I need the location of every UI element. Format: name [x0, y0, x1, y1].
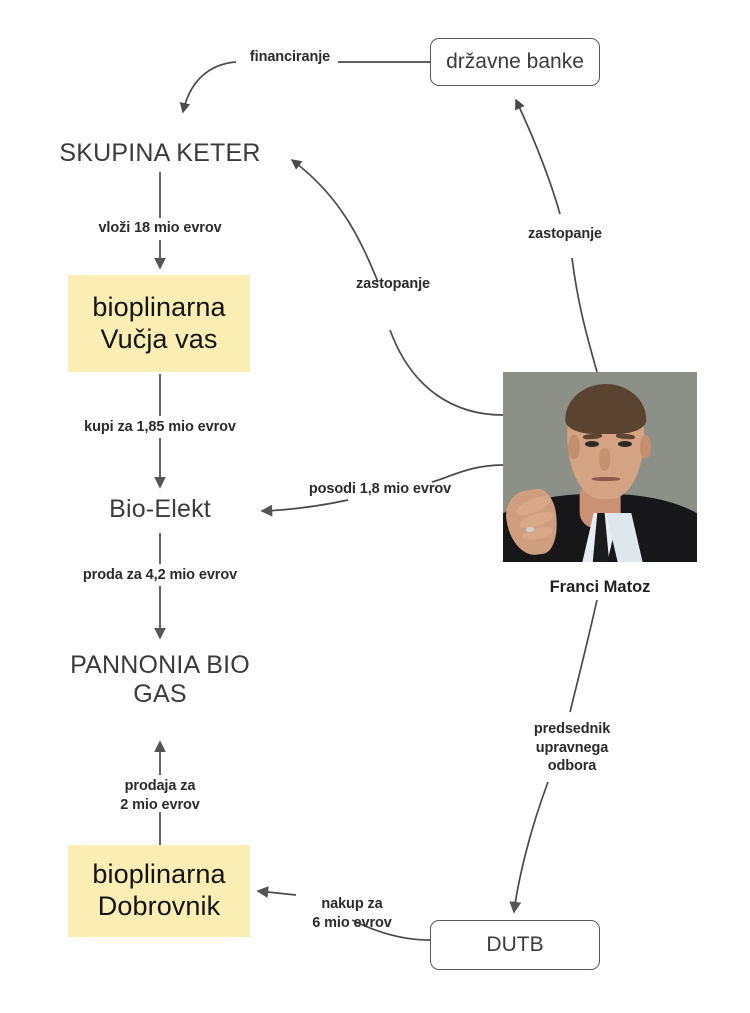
node-drzavne-banke-label: državne banke [446, 49, 584, 73]
node-pannonia-bio-gas-label: PANNONIA BIO GAS [70, 650, 250, 709]
node-drzavne-banke[interactable]: državne banke [430, 38, 600, 86]
edge-label-vlozi: vloži 18 mio evrov [98, 220, 222, 236]
node-bioplinarna-dobrovnik-label: bioplinarna Dobrovnik [92, 859, 226, 921]
edge-label-posodi: posodi 1,8 mio evrov [308, 481, 452, 497]
node-skupina-keter[interactable]: SKUPINA KETER [40, 136, 280, 172]
edge-label-zastopanje-banke: zastopanje [528, 226, 602, 242]
node-bio-elekt[interactable]: Bio-Elekt [60, 492, 260, 528]
edge-label-kupi: kupi za 1,85 mio evrov [84, 419, 236, 435]
portrait-image [503, 372, 697, 562]
node-dutb[interactable]: DUTB [430, 920, 600, 970]
edge-label-nakup: nakup za 6 mio evrov [312, 896, 392, 931]
node-dutb-label: DUTB [486, 932, 544, 956]
edge-label-zastopanje-keter: zastopanje [356, 276, 430, 292]
node-bioplinarna-vucja-vas-label: bioplinarna Vučja vas [92, 291, 226, 354]
person-photo[interactable] [503, 372, 697, 562]
edge-label-financiranje: financiranje [249, 49, 331, 65]
node-pannonia-bio-gas[interactable]: PANNONIA BIO GAS [50, 644, 270, 716]
person-name-caption: Franci Matoz [549, 578, 651, 596]
edge-label-prodaja: prodaja za 2 mio evrov [120, 778, 200, 813]
node-bioplinarna-dobrovnik[interactable]: bioplinarna Dobrovnik [68, 845, 250, 937]
edge-label-predsednik: predsednik upravnega odbora [533, 721, 611, 775]
edge-label-proda: proda za 4,2 mio evrov [82, 567, 238, 583]
edge-financiranje [179, 61, 430, 114]
node-bio-elekt-label: Bio-Elekt [109, 495, 211, 524]
node-bioplinarna-vucja-vas[interactable]: bioplinarna Vučja vas [68, 275, 250, 372]
node-skupina-keter-label: SKUPINA KETER [59, 139, 261, 168]
